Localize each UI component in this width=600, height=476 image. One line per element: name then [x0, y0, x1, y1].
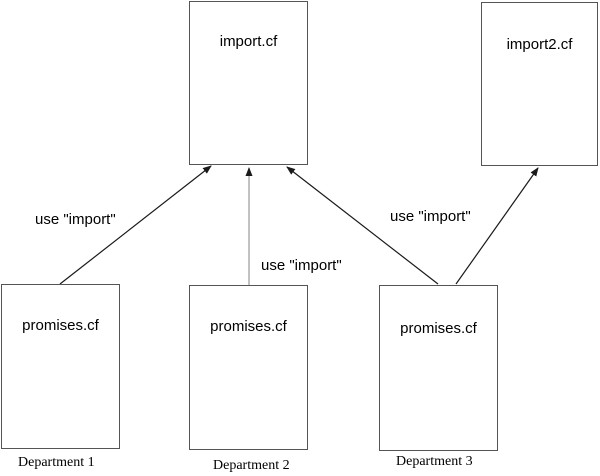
node-import-cf-label: import.cf [219, 33, 278, 50]
caption-department-2: Department 2 [213, 458, 290, 473]
edge-promises3-to-import [286, 166, 439, 285]
edge-label-use-import-right: use "import" [390, 208, 471, 225]
node-promises-cf-dept3-label: promises.cf [400, 320, 477, 337]
node-promises-cf-dept1-label: promises.cf [22, 317, 99, 334]
caption-department-1: Department 1 [18, 455, 95, 470]
node-import2-cf-label: import2.cf [506, 36, 573, 53]
node-import2-cf: import2.cf [481, 2, 598, 166]
node-promises-cf-dept3: promises.cf [379, 285, 498, 451]
edge-promises1-to-import [59, 165, 212, 285]
node-promises-cf-dept2: promises.cf [189, 285, 308, 450]
edge-label-use-import-left: use "import" [35, 211, 116, 228]
node-import-cf: import.cf [189, 1, 308, 165]
caption-department-3: Department 3 [396, 454, 473, 469]
edge-label-use-import-center: use "import" [261, 257, 342, 274]
edge-promises3-to-import2 [455, 167, 539, 285]
node-promises-cf-dept1: promises.cf [1, 284, 120, 449]
node-promises-cf-dept2-label: promises.cf [210, 318, 287, 335]
